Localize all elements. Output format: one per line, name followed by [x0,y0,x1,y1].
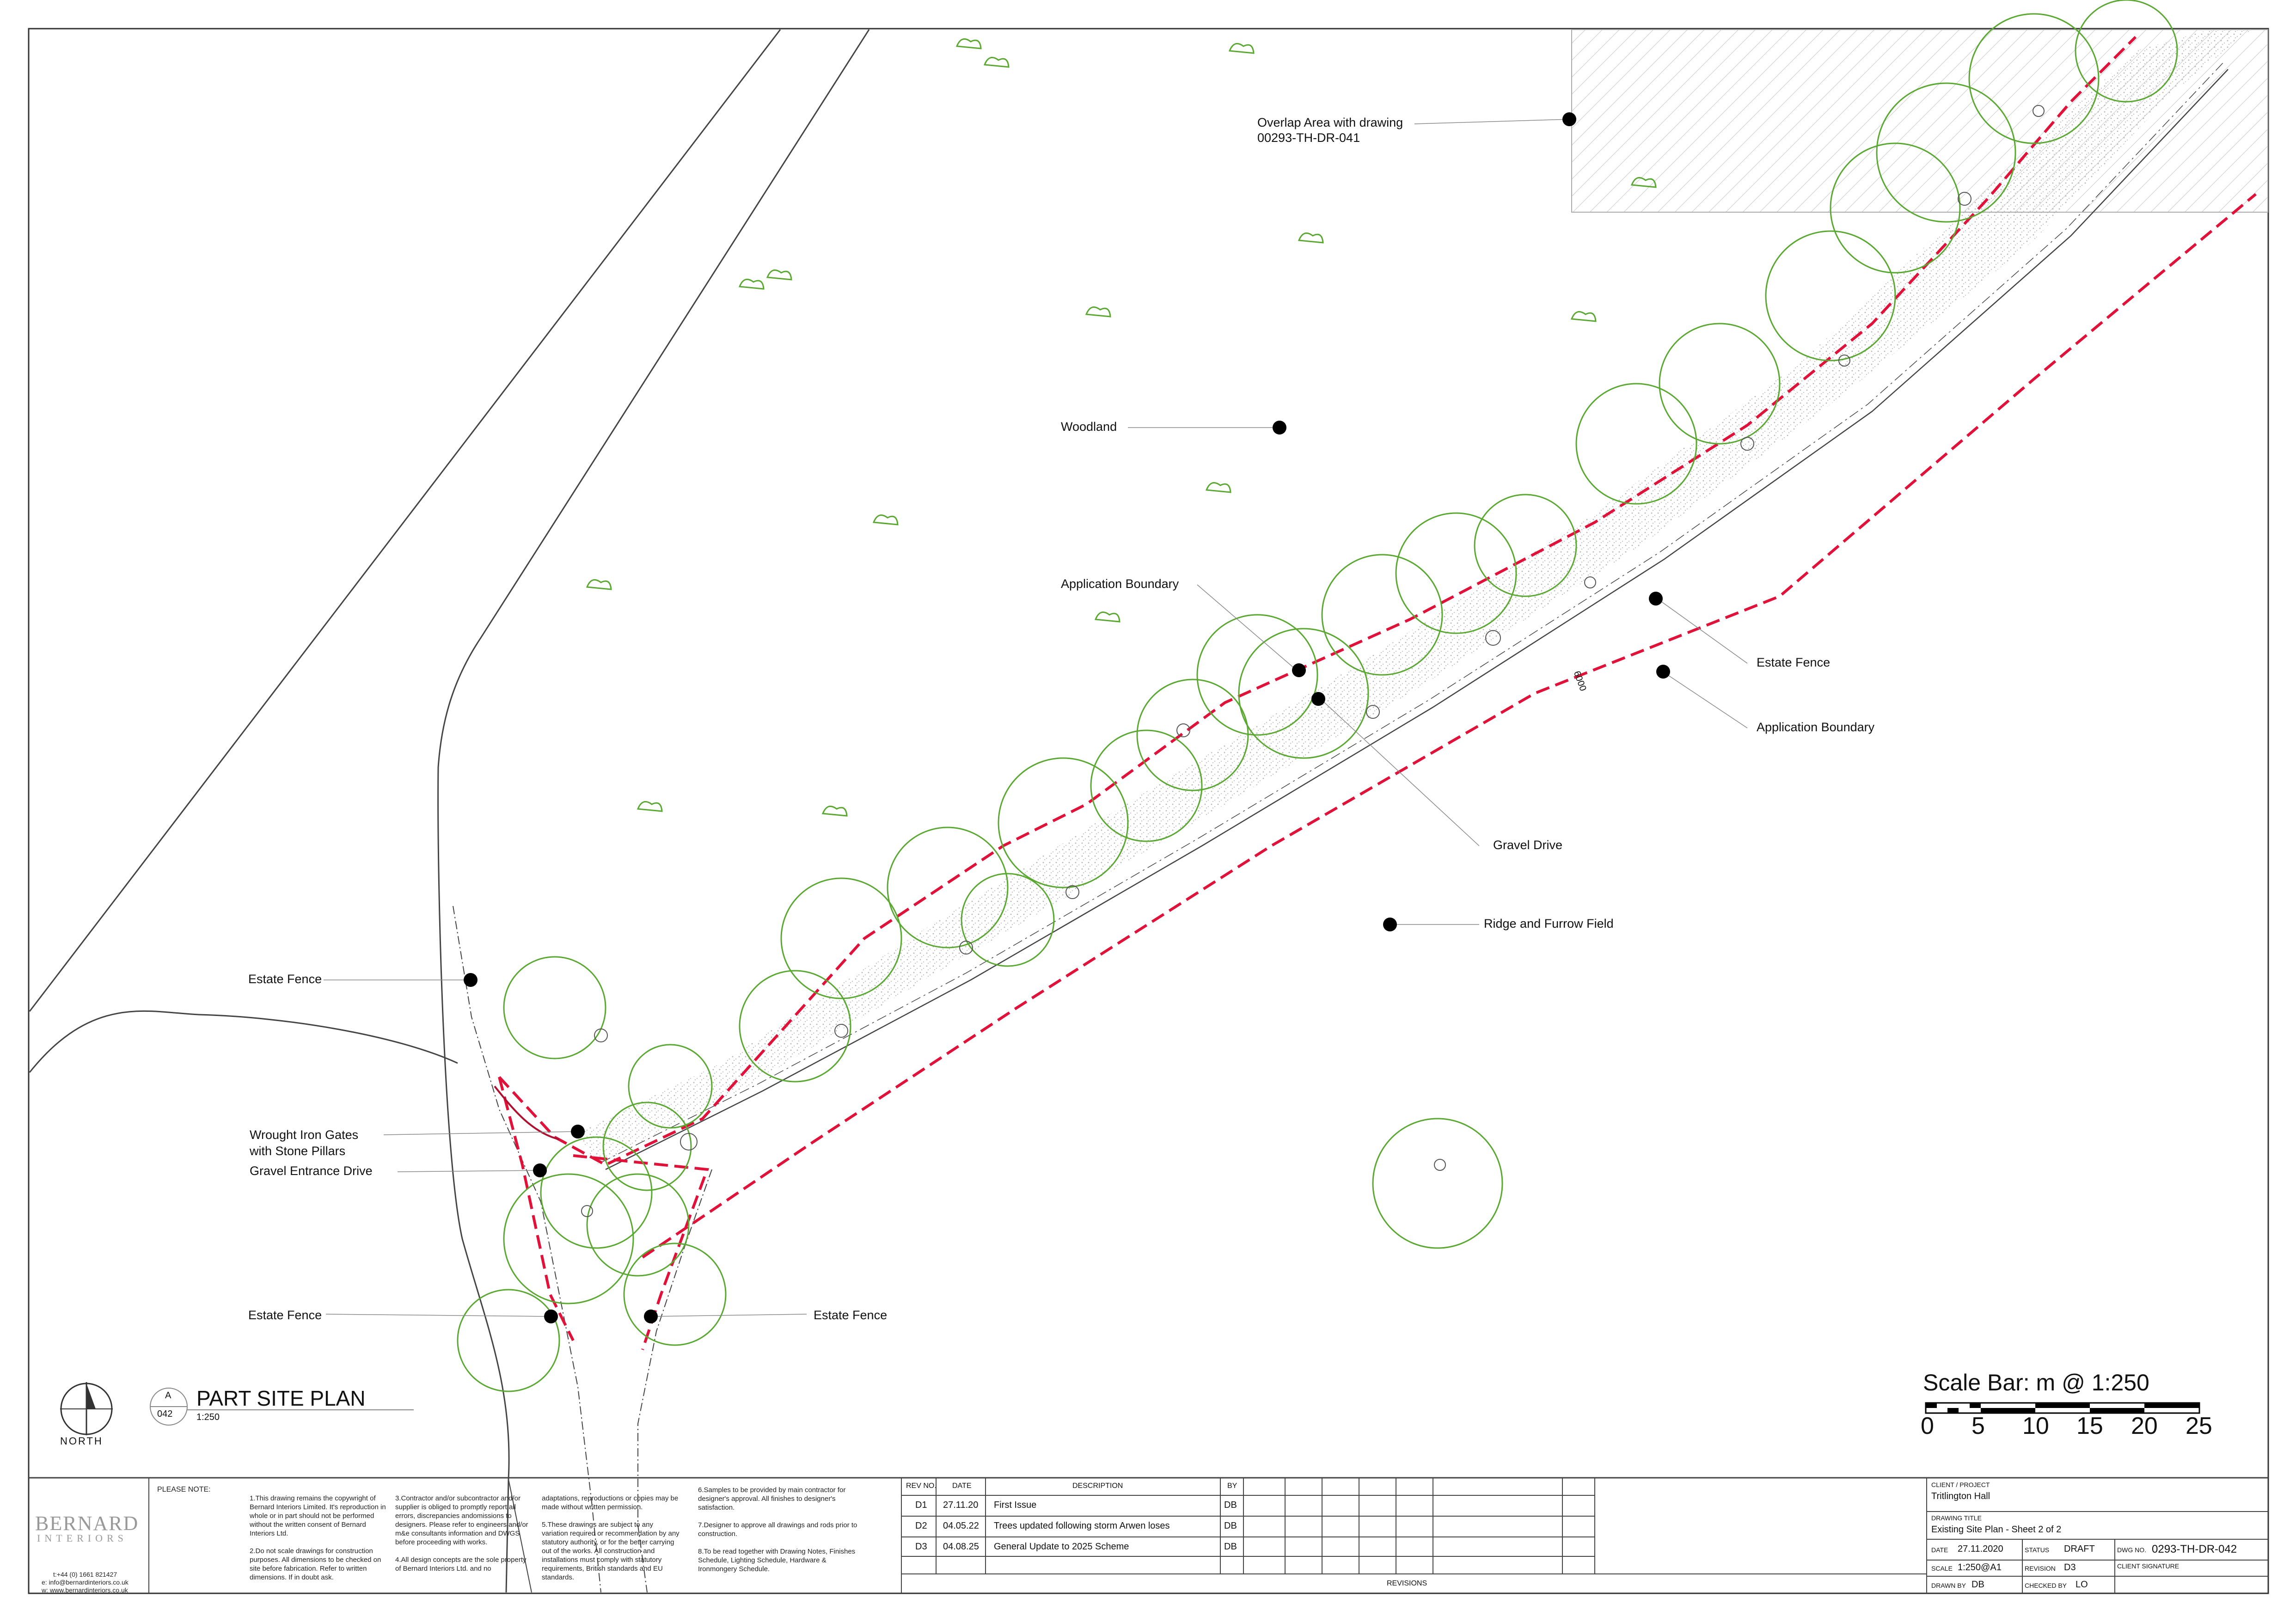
date-value: 27.11.2020 [1958,1544,2003,1554]
scale-tick: 5 [1971,1413,1985,1439]
gates-label-line2: with Stone Pillars [250,1144,346,1158]
status-value: DRAFT [2064,1544,2095,1554]
gravel-entrance-label: Gravel Entrance Drive [250,1164,373,1178]
application-boundary-label: Application Boundary [1061,577,1179,591]
view-ref-bottom: 042 [157,1409,173,1419]
rev-cell-rev: D2 [915,1521,927,1531]
gates-label-line1: Wrought Iron Gates [250,1128,359,1142]
gravel-drive-label: Gravel Drive [1493,838,1563,852]
date-label: DATE [1931,1546,1948,1554]
rev-cell-rev: D3 [915,1542,927,1552]
gravel-drive [578,30,2251,1165]
note-column-3: adaptations, reproductions or copies may… [542,1494,680,1581]
rev-cell-desc: General Update to 2025 Scheme [994,1542,1129,1552]
revision-label: REVISION [2025,1565,2056,1572]
scale-tick: 20 [2131,1413,2158,1439]
rev-cell-by: DB [1224,1500,1237,1510]
rev-cell-date: 27.11.20 [943,1500,979,1510]
note-column-2: 3.Contractor and/or subcontractor and/or… [395,1494,528,1573]
estate-fence-label: Estate Fence [248,1308,322,1322]
woodland-label: Woodland [1061,420,1117,434]
note-column-4: 6.Samples to be provided by main contrac… [698,1486,857,1573]
company-logo-line2: INTERIORS [37,1532,128,1544]
overlap-label-line1: Overlap Area with drawing [1257,116,1403,129]
rev-cell-by: DB [1224,1521,1237,1531]
company-logo-line1: BERNARD [35,1512,139,1535]
drawing-title-label: DRAWING TITLE [1931,1514,1982,1522]
rev-cell-date: 04.05.22 [943,1521,979,1531]
rev-header-rev: REV NO. [906,1482,937,1490]
rev-cell-desc: First Issue [994,1500,1037,1510]
scale-tick: 15 [2076,1413,2103,1439]
view-scale: 1:250 [196,1412,220,1422]
rev-header-date: DATE [952,1482,972,1490]
client-signature-label: CLIENT SIGNATURE [2117,1562,2180,1570]
rev-cell-desc: Trees updated following storm Arwen lose… [994,1521,1170,1531]
checked-by-label: CHECKED BY [2025,1582,2067,1589]
rev-cell-date: 04.08.25 [943,1542,979,1552]
north-label: NORTH [60,1435,103,1447]
overlap-label-line2: 00293-TH-DR-041 [1257,131,1360,145]
scale-tick: 25 [2186,1413,2212,1439]
application-boundary-label: Application Boundary [1757,720,1875,734]
client-value: Tritlington Hall [1931,1491,1990,1501]
revision-value: D3 [2064,1562,2076,1573]
scale-tick: 10 [2022,1413,2049,1439]
company-phone: t:+44 (0) 1661 821427 [53,1571,117,1578]
rev-cell-rev: D1 [915,1500,927,1510]
scale-value: 1:250@A1 [1958,1562,2002,1573]
view-ref-top: A [165,1390,171,1401]
scale-tick: 0 [1921,1413,1934,1439]
client-label: CLIENT / PROJECT [1931,1481,1990,1488]
dwg-no-label: DWG NO. [2117,1546,2146,1554]
rev-cell-by: DB [1224,1542,1237,1552]
drawn-by-label: DRAWN BY [1931,1582,1966,1589]
scale-label: SCALE [1931,1565,1953,1572]
scale-bar-title: Scale Bar: m @ 1:250 [1923,1370,2149,1396]
estate-fence-label: Estate Fence [814,1308,888,1322]
drawing-title-value: Existing Site Plan - Sheet 2 of 2 [1931,1524,2062,1535]
ridge-furrow-label: Ridge and Furrow Field [1484,917,1614,930]
scale-bar [1925,1402,2200,1414]
rev-header-by: BY [1227,1482,1237,1490]
company-web: w: www.bernardinteriors.co.uk [42,1586,128,1594]
estate-fence-label: Estate Fence [1757,655,1831,669]
status-label: STATUS [2025,1546,2050,1554]
estate-fence-label: Estate Fence [248,972,322,986]
rev-header-desc: DESCRIPTION [1072,1482,1123,1490]
dwg-no-value: 0293-TH-DR-042 [2152,1543,2237,1555]
drawn-by-value: DB [1971,1579,1984,1590]
note-column-1: 1.This drawing remains the copywright of… [250,1494,386,1581]
north-arrow-icon [60,1382,113,1435]
company-email: e: info@bernardinteriors.co.uk [42,1579,129,1586]
please-note-heading: PLEASE NOTE: [157,1486,211,1493]
view-title: PART SITE PLAN [196,1386,366,1410]
revisions-caption: REVISIONS [1387,1579,1427,1587]
checked-by-value: LO [2076,1579,2088,1590]
